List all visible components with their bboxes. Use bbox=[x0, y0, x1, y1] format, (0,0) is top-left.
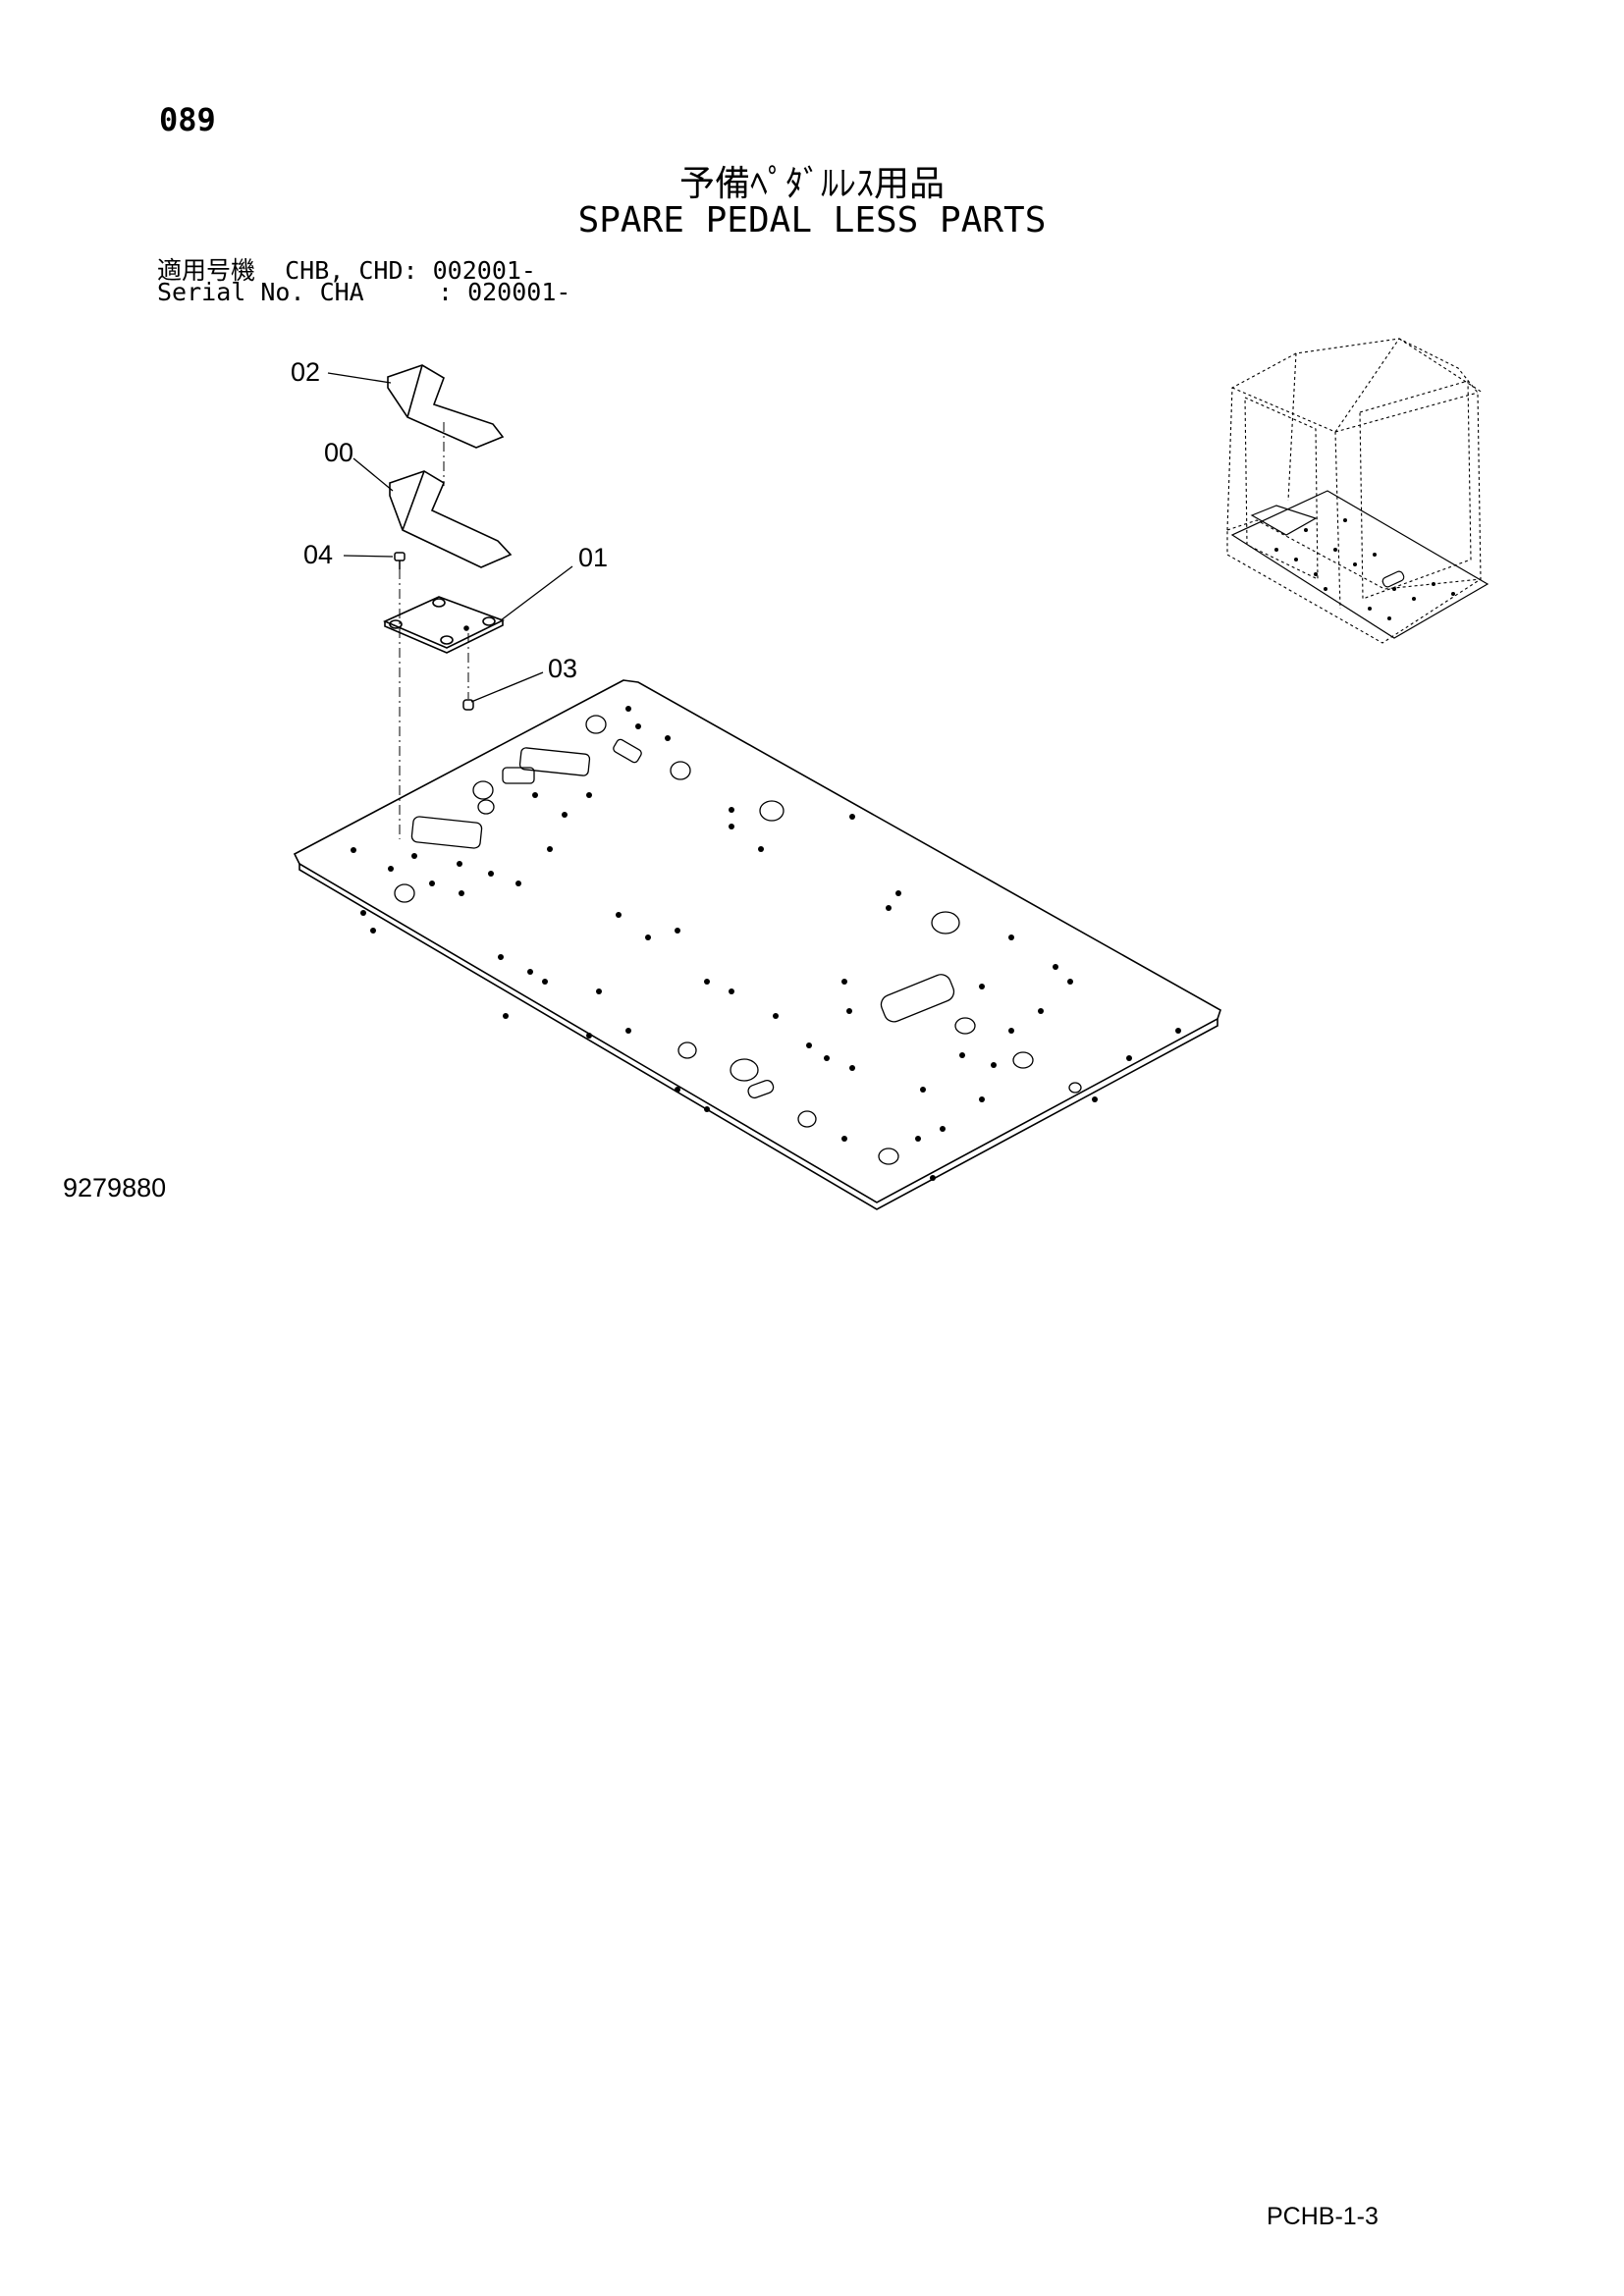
leader-lines bbox=[327, 372, 573, 703]
page-number: 089 bbox=[159, 101, 216, 138]
callout-02: 02 bbox=[291, 357, 320, 387]
cab-floor-holes bbox=[1274, 518, 1455, 620]
page-title-japanese: 予備ﾍﾟﾀﾞﾙﾚｽ用品 bbox=[678, 164, 945, 204]
assembly-lines bbox=[399, 422, 469, 839]
nut-03 bbox=[462, 699, 474, 711]
callout-00: 00 bbox=[324, 438, 353, 467]
floor-plate bbox=[293, 679, 1221, 1210]
applicability-line-1: 適用号機 CHB, CHD: 002001- bbox=[157, 256, 536, 285]
page-title: SPARE PEDAL LESS PARTS bbox=[577, 200, 1047, 240]
pedal-cover bbox=[389, 470, 513, 568]
callout-01: 01 bbox=[578, 543, 608, 572]
cab-floor-sketch bbox=[1230, 490, 1489, 639]
cover-plate bbox=[383, 596, 506, 654]
bolt-04 bbox=[394, 552, 406, 569]
cab-location-sketch bbox=[1226, 338, 1484, 644]
applicability-line-2: Serial No. CHA : 020001- bbox=[157, 278, 571, 306]
drawing-number: 9279880 bbox=[63, 1173, 167, 1202]
footer-code: PCHB-1-3 bbox=[1267, 2203, 1379, 2230]
callout-04: 04 bbox=[303, 540, 333, 569]
pedal-pad bbox=[387, 364, 505, 449]
callout-03: 03 bbox=[548, 654, 577, 683]
